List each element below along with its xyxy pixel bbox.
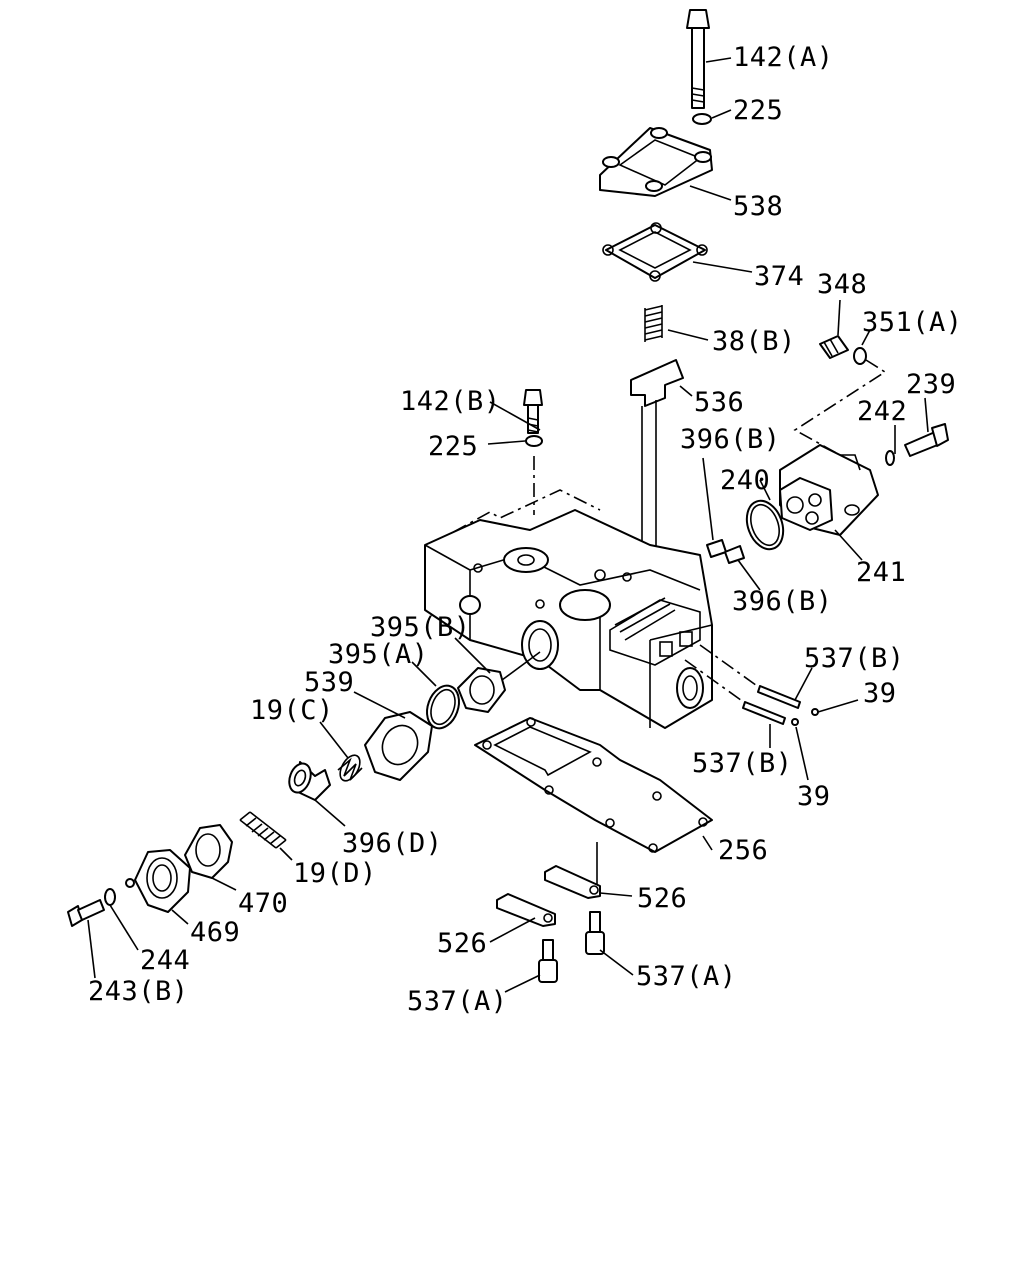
bolt-239 — [904, 423, 949, 457]
label-537a-left: 537(A) — [407, 986, 508, 1017]
label-537b-lower: 537(B) — [692, 748, 793, 779]
label-240: 240 — [720, 465, 770, 496]
label-374: 374 — [754, 261, 804, 292]
pin-537a-right — [585, 911, 605, 955]
pin-537b-lower — [742, 701, 786, 725]
label-526-left: 526 — [437, 928, 487, 959]
washer-351a — [853, 347, 867, 365]
label-539: 539 — [304, 667, 354, 698]
cover-538 — [599, 127, 713, 197]
spring-19c — [337, 754, 363, 782]
spring-19d — [239, 811, 287, 849]
cover-469 — [125, 849, 191, 913]
gasket-470 — [184, 824, 233, 879]
washer-242 — [885, 450, 895, 466]
label-537a-right: 537(A) — [636, 961, 737, 992]
ball-39-upper — [811, 708, 819, 716]
bolt-243b — [67, 899, 105, 927]
label-536: 536 — [694, 387, 744, 418]
label-538: 538 — [733, 191, 783, 222]
label-526-right: 526 — [637, 883, 687, 914]
bolt-142b — [523, 389, 543, 434]
label-19d: 19(D) — [293, 858, 377, 889]
part-labels: 142(A) 225 538 374 348 351(A) 38(B) 239 … — [88, 42, 963, 1017]
leader-lines — [87, 57, 929, 993]
plug-348 — [819, 335, 849, 359]
oring-395a — [426, 684, 460, 730]
label-142b: 142(B) — [400, 386, 501, 417]
label-38b: 38(B) — [712, 326, 796, 357]
pins-396b — [706, 539, 745, 564]
spring-38b — [644, 305, 663, 342]
label-396b-upper: 396(B) — [680, 424, 781, 455]
label-241: 241 — [856, 557, 906, 588]
label-396d: 396(D) — [342, 828, 443, 859]
label-395a: 395(A) — [328, 639, 429, 670]
label-39-upper: 39 — [863, 678, 897, 709]
label-395b: 395(B) — [370, 612, 471, 643]
label-39-lower: 39 — [797, 781, 831, 812]
label-537b-upper: 537(B) — [804, 643, 905, 674]
label-242: 242 — [857, 396, 907, 427]
housing-539 — [364, 711, 433, 781]
ball-39-lower — [791, 718, 799, 726]
label-239: 239 — [906, 369, 956, 400]
valve-396d — [288, 761, 331, 801]
gasket-256 — [474, 717, 713, 853]
label-243b: 243(B) — [88, 976, 189, 1007]
bolt-142a — [686, 9, 710, 109]
label-470: 470 — [238, 888, 288, 919]
label-19c: 19(C) — [250, 695, 334, 726]
label-348: 348 — [817, 269, 867, 300]
washer-225-mid — [525, 435, 543, 447]
label-351a: 351(A) — [862, 307, 963, 338]
gasket-374 — [602, 222, 708, 282]
label-225-top: 225 — [733, 95, 783, 126]
pin-537a-left — [538, 939, 558, 983]
label-244: 244 — [140, 945, 190, 976]
label-142a: 142(A) — [733, 42, 834, 73]
washer-244 — [104, 888, 116, 906]
flange-gasket-395b — [457, 667, 506, 713]
label-396b-lower: 396(B) — [732, 586, 833, 617]
label-256: 256 — [718, 835, 768, 866]
washer-225-top — [692, 113, 712, 125]
tab-526-right — [544, 865, 601, 899]
label-225-mid: 225 — [428, 431, 478, 462]
pump-241 — [779, 444, 879, 536]
tab-526-left — [496, 893, 556, 927]
pin-537b-upper — [757, 685, 801, 709]
label-469: 469 — [190, 917, 240, 948]
lever-536 — [630, 359, 684, 407]
valve-housing — [424, 489, 713, 729]
